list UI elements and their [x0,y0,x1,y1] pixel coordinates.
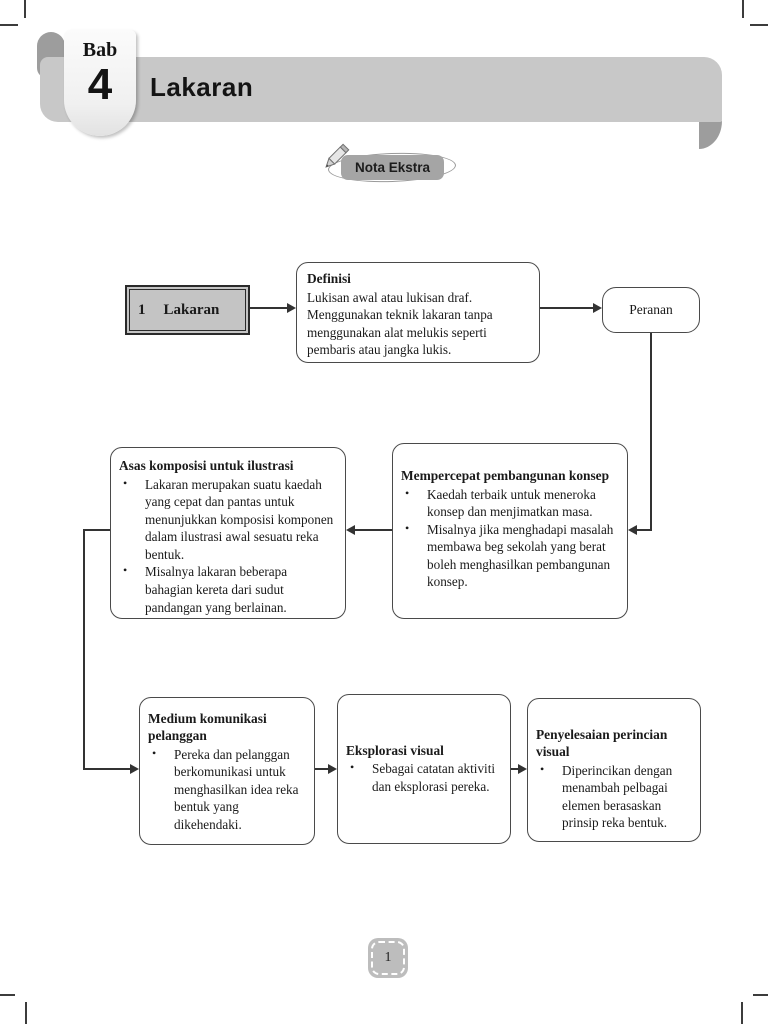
crop-mark-bottom-right-v [741,1002,743,1024]
page-number-badge: 1 [368,938,408,978]
root-label: Lakaran [163,301,220,318]
node-mempercepat: Mempercepat pembangunan konsep Kaedah te… [392,443,628,619]
node-mempercepat-bullet: Kaedah terbaik untuk meneroka konsep dan… [401,486,619,521]
connector-medium-eksplorasi [315,768,329,770]
node-asas-bullet: Misalnya lakaran beberapa bahagian keret… [119,563,337,616]
chapter-number: 4 [87,60,113,109]
note-badge: Nota Ekstra [325,143,457,185]
node-penyelesaian-bullet: Diperincikan dengan menambah pelbagai el… [536,762,692,832]
page-badge-border [371,941,405,975]
node-eksplorasi-bullet: Sebagai catatan aktiviti dan eksplorasi … [346,760,502,795]
page-number: 1 [384,950,392,965]
chapter-label: Bab [82,39,118,61]
node-medium-bullet: Pereka dan pelanggan berkomunikasi untuk… [148,746,306,834]
crop-mark-top-right-h [750,24,768,26]
node-definisi-title: Definisi [307,271,351,286]
node-definisi-body: Lukisan awal atau lukisan draf. Mengguna… [307,289,493,358]
crop-mark-bottom-left-h [0,994,15,996]
note-badge-label: Nota Ekstra [341,155,444,180]
arrowhead [593,303,602,313]
node-mempercepat-bullet: Misalnya jika menghadapi masalah membawa… [401,521,619,591]
crop-mark-top-right-v [742,0,744,18]
connector-peranan-mempercepat [636,529,652,531]
connector-mempercepat-asas [355,529,392,531]
crop-mark-bottom-right-h [753,994,768,996]
node-medium-title: Medium komunikasi pelanggan [148,711,267,743]
node-asas-bullet: Lakaran merupakan suatu kaedah yang cepa… [119,476,337,564]
node-definisi: Definisi Lukisan awal atau lukisan draf.… [296,262,540,363]
node-asas-komposisi: Asas komposisi untuk ilustrasi Lakaran m… [110,447,346,619]
node-asas-title: Asas komposisi untuk ilustrasi [119,458,294,473]
node-lakaran-root: 1 Lakaran [125,285,250,335]
pencil-icon [325,143,350,168]
connector-eksplorasi-penyelesaian [511,768,519,770]
node-eksplorasi-title: Eksplorasi visual [346,742,444,758]
node-medium-komunikasi: Medium komunikasi pelanggan Pereka dan p… [139,697,315,845]
node-penyelesaian: Penyelesaian perincian visual Diperincik… [527,698,701,842]
root-number: 1 [138,301,146,318]
node-peranan-title: Peranan [629,302,673,318]
connector-down-left [83,529,85,770]
node-eksplorasi: Eksplorasi visual Sebagai catatan aktivi… [337,694,511,844]
arrowhead [287,303,296,313]
arrowhead [130,764,139,774]
connector-asas-out [83,529,110,531]
chapter-tab: Bab 4 [64,30,136,136]
connector-root-definisi [250,307,288,309]
connector-peranan-down [650,333,652,530]
chapter-banner [40,57,722,122]
banner-right-fold [699,121,722,149]
crop-mark-top-left-v [24,0,26,18]
crop-mark-top-left-h [0,24,18,26]
node-penyelesaian-title: Penyelesaian perincian visual [536,727,668,759]
page-title: Lakaran [150,72,254,102]
node-mempercepat-title: Mempercepat pembangunan konsep [401,468,610,483]
connector-to-medium [83,768,131,770]
arrowhead [518,764,527,774]
arrowhead [328,764,337,774]
arrowhead [628,525,637,535]
arrowhead [346,525,355,535]
node-peranan: Peranan [602,287,700,333]
crop-mark-bottom-left-v [25,1002,27,1024]
connector-definisi-peranan [540,307,594,309]
